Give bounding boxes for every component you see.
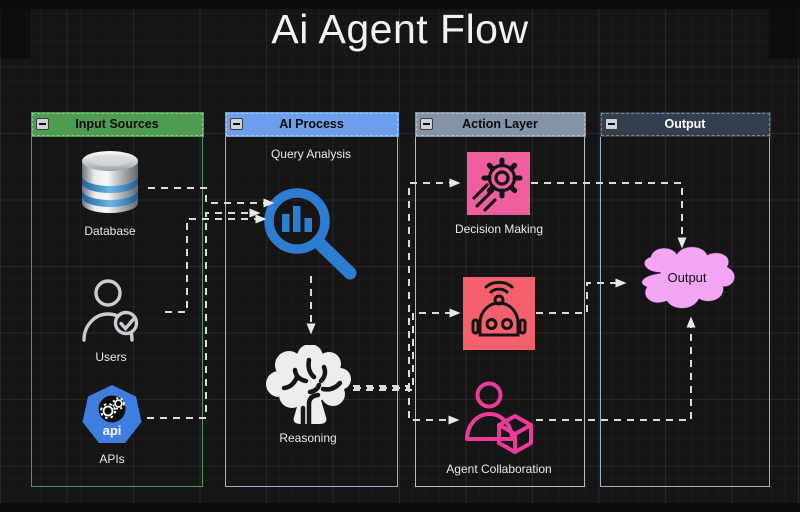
node-decision-making[interactable] — [467, 152, 530, 215]
reasoning-label: Reasoning — [279, 431, 337, 445]
brain-icon — [266, 345, 351, 427]
collapse-icon[interactable] — [229, 117, 243, 130]
gear-icon — [467, 152, 530, 215]
magnifier-chart-icon — [264, 188, 357, 280]
node-database[interactable]: Database — [60, 148, 160, 238]
canvas-bottom-band — [0, 503, 800, 512]
database-icon — [82, 151, 138, 213]
collapse-icon[interactable] — [604, 117, 618, 130]
lane-title: Action Layer — [462, 117, 538, 131]
collapse-icon[interactable] — [35, 117, 49, 130]
robot-icon — [463, 277, 535, 350]
diagram-title: Ai Agent Flow — [271, 6, 529, 52]
node-apis[interactable]: api APIs — [62, 384, 162, 466]
api-heptagon-icon: api — [82, 385, 142, 443]
lane-title: AI Process — [279, 117, 344, 131]
lane-ai-process-header[interactable]: AI Process — [224, 111, 399, 137]
node-query-analysis[interactable] — [262, 185, 362, 283]
query-analysis-label: Query Analysis — [270, 147, 352, 161]
canvas-corner-right — [769, 9, 800, 59]
lane-output-header[interactable]: Output — [599, 111, 771, 137]
cloud-label: Output — [667, 269, 707, 285]
lane-input-sources-header[interactable]: Input Sources — [30, 111, 204, 137]
agent-collaboration-label: Agent Collaboration — [446, 462, 552, 476]
node-label: APIs — [99, 452, 125, 466]
node-robot[interactable] — [463, 277, 535, 350]
decision-making-label: Decision Making — [454, 222, 544, 236]
lane-title: Output — [664, 117, 706, 131]
lane-input-sources[interactable]: Input Sources — [30, 111, 204, 487]
canvas-top-band — [0, 0, 800, 9]
node-output-cloud[interactable]: Output — [632, 244, 742, 316]
api-icon-text: api — [103, 423, 122, 438]
collapse-icon[interactable] — [419, 117, 433, 130]
node-agent-collaboration[interactable] — [462, 380, 536, 458]
person-cube-icon — [465, 381, 533, 454]
user-check-icon — [82, 279, 139, 342]
lane-output[interactable]: Output — [599, 111, 771, 487]
canvas-corner-left — [0, 9, 30, 59]
lane-title: Input Sources — [75, 117, 159, 131]
node-label: Users — [95, 350, 127, 364]
node-reasoning[interactable] — [262, 345, 354, 427]
lane-action-layer-header[interactable]: Action Layer — [414, 111, 586, 137]
node-label: Database — [84, 224, 136, 238]
cloud-shape — [640, 245, 736, 310]
node-users[interactable]: Users — [61, 276, 161, 364]
